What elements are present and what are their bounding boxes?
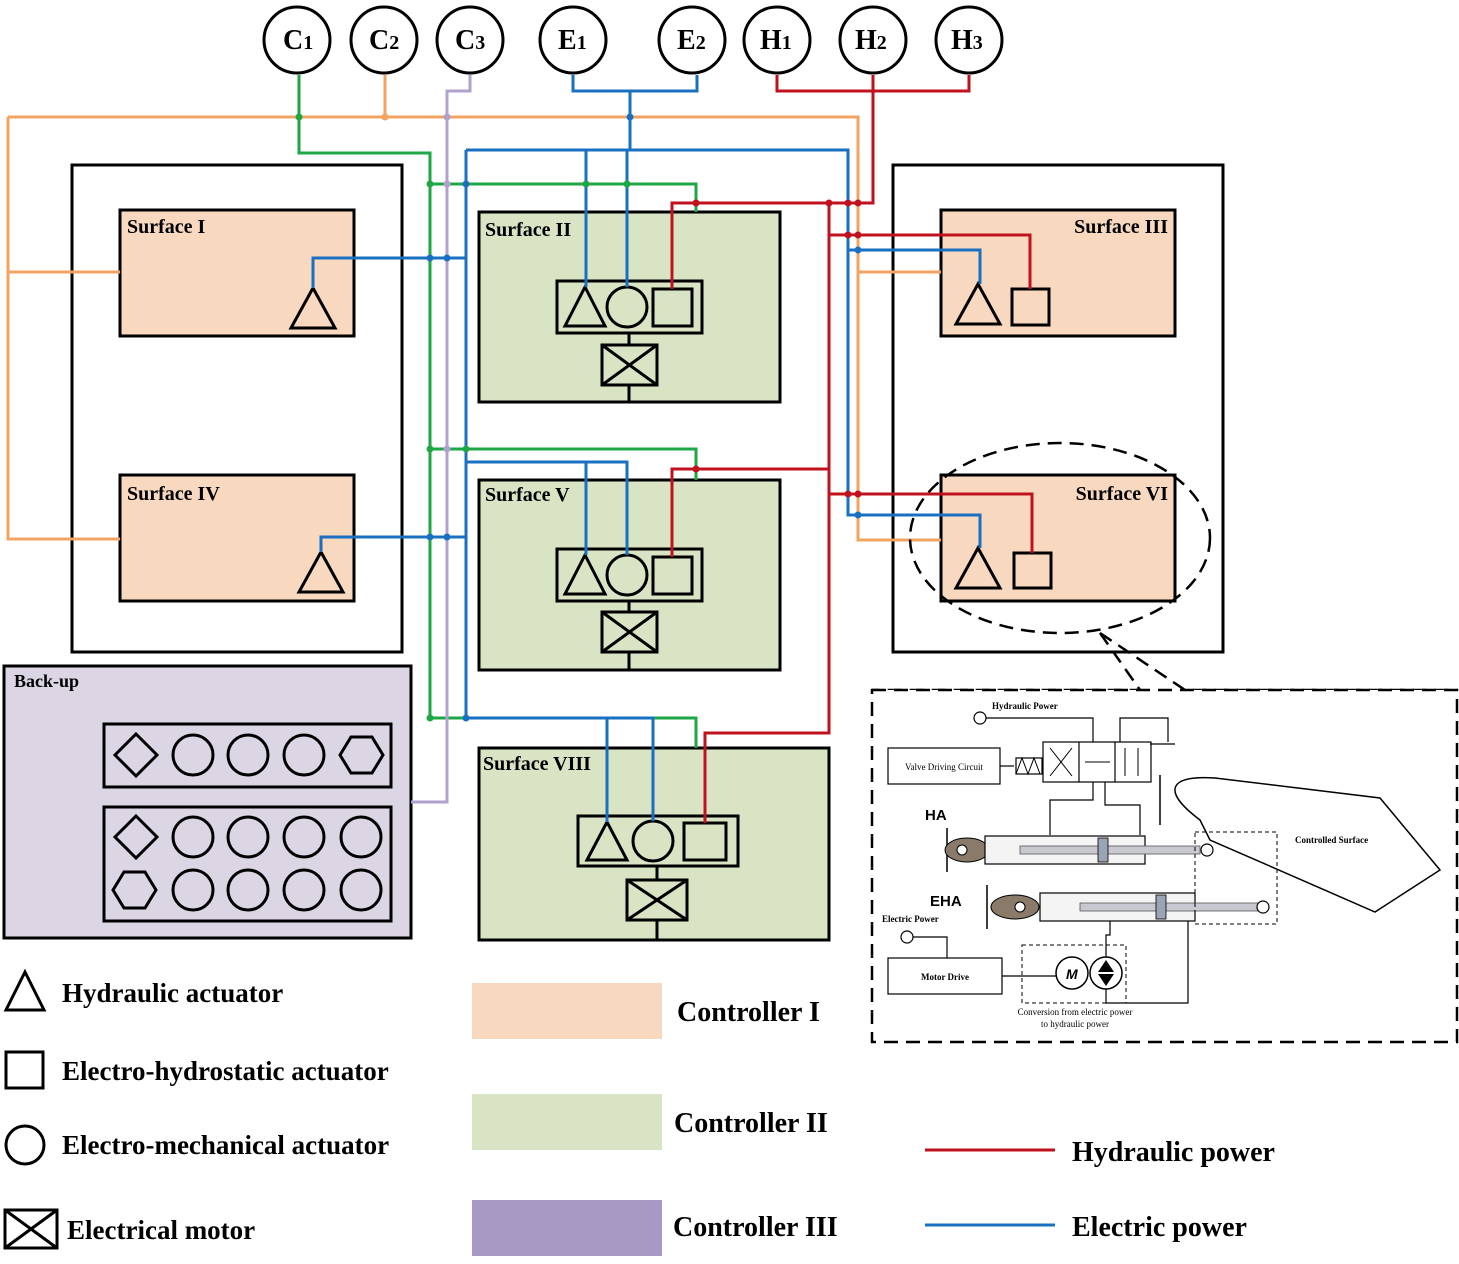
circle-icon <box>171 815 215 859</box>
surface-5: Surface V <box>477 478 782 672</box>
backup-unit: Back-up <box>2 664 413 940</box>
legend-controller-3-swatch <box>472 1200 662 1256</box>
circle-icon <box>226 733 270 777</box>
source-c3: C3 <box>435 5 505 75</box>
legend-eha-label: Electro-hydrostatic actuator <box>62 1056 389 1086</box>
circle-icon <box>282 815 326 859</box>
backup-label: Back-up <box>14 671 79 691</box>
conversion-label-line2: to hydraulic power <box>1041 1019 1109 1029</box>
callout-leader <box>1099 631 1458 692</box>
surface-6-label: Surface VI <box>1076 483 1169 505</box>
surface-2: Surface II <box>477 210 782 404</box>
surface-5-label: Surface V <box>485 484 570 506</box>
circle-icon <box>171 868 215 912</box>
legend-controller-2-label: Controller II <box>674 1108 828 1139</box>
circle-icon <box>282 733 326 777</box>
surface-2-label: Surface II <box>485 219 571 241</box>
circle-icon <box>282 868 326 912</box>
hydraulic-power-bus <box>670 75 1034 823</box>
legend-controller-2-swatch <box>472 1094 662 1150</box>
source-e2: E2 <box>657 5 727 75</box>
diamond-icon <box>112 731 160 779</box>
hydraulic-actuator-icon <box>953 544 1003 590</box>
actuator-detail-inset: Hydraulic Power Valve Driving Circuit HA… <box>870 688 1459 1044</box>
legend-controllers: Controller I Controller II Controller II… <box>472 983 838 1256</box>
callout-ellipse <box>908 441 1212 635</box>
svg-text:E2: E2 <box>677 25 706 56</box>
legend-hydraulic-actuator-label: Hydraulic actuator <box>62 978 283 1008</box>
legend-hydraulic-power-label: Hydraulic power <box>1072 1137 1275 1168</box>
circle-icon <box>226 868 270 912</box>
svg-text:E1: E1 <box>558 25 587 56</box>
inset-electric-power-label: Electric Power <box>882 914 939 924</box>
source-h3: H3 <box>934 5 1004 75</box>
surface-1: Surface I <box>118 208 356 338</box>
hydraulic-actuator-icon <box>288 284 338 330</box>
controller-3-bus <box>411 75 472 804</box>
right-wing-box <box>891 163 1225 654</box>
svg-text:C1: C1 <box>283 25 313 56</box>
legend-circle-icon <box>4 1124 46 1166</box>
conversion-label-line1: Conversion from electric power <box>1018 1007 1133 1017</box>
surface-1-label: Surface I <box>127 216 206 238</box>
motor-drive-label: Motor Drive <box>921 972 969 982</box>
circle-icon <box>226 815 270 859</box>
surface-8-label: Surface VIII <box>483 753 591 775</box>
svg-text:C3: C3 <box>455 25 485 56</box>
svg-text:H1: H1 <box>760 25 792 56</box>
legend-square-icon <box>4 1050 45 1090</box>
circle-icon <box>339 815 383 859</box>
source-c1: C1 <box>262 5 332 75</box>
hexagon-icon <box>111 870 158 910</box>
legend-motor-icon <box>3 1208 59 1250</box>
legend-power: Hydraulic power Electric power <box>925 1137 1275 1243</box>
svg-text:H2: H2 <box>855 25 887 56</box>
eha-label: EHA <box>930 893 962 910</box>
legend-controller-1-label: Controller I <box>677 997 820 1028</box>
motor-symbol: M <box>1066 966 1078 982</box>
surface-4: Surface IV <box>118 473 356 603</box>
legend-controller-1-swatch <box>472 983 662 1039</box>
legend-electric-power-label: Electric power <box>1072 1212 1247 1243</box>
source-c2: C2 <box>349 5 419 75</box>
ha-label: HA <box>925 807 947 824</box>
diamond-icon <box>112 813 160 861</box>
legend-actuators: Hydraulic actuator Electro-hydrostatic a… <box>3 968 389 1250</box>
source-e1: E1 <box>538 5 608 75</box>
electrical-motor-icon <box>600 610 659 654</box>
hydraulic-actuator-icon <box>296 548 346 594</box>
legend-controller-3-label: Controller III <box>673 1212 838 1243</box>
svg-text:H3: H3 <box>951 25 983 56</box>
controller-1-bus <box>6 75 941 542</box>
legend-triangle-icon <box>3 968 47 1012</box>
surface-4-label: Surface IV <box>127 483 220 505</box>
hexagon-icon <box>338 735 385 775</box>
left-wing-box <box>70 163 404 654</box>
legend-ema-label: Electro-mechanical actuator <box>62 1130 389 1160</box>
hydraulic-actuator-icon <box>953 280 1003 326</box>
surface-3: Surface III <box>939 208 1177 338</box>
controlled-surface-label: Controlled Surface <box>1295 835 1368 845</box>
circle-icon <box>339 868 383 912</box>
inset-hydraulic-power-label: Hydraulic Power <box>992 701 1058 711</box>
legend-motor-label: Electrical motor <box>67 1215 255 1245</box>
valve-driving-circuit-label: Valve Driving Circuit <box>905 762 983 772</box>
source-h1: H1 <box>742 5 812 75</box>
callout-leader <box>872 632 1143 692</box>
hydraulic-actuator-icon <box>562 551 608 596</box>
hydraulic-actuator-icon <box>562 283 608 328</box>
surface-3-label: Surface III <box>1074 216 1168 238</box>
electric-power-bus <box>311 75 982 822</box>
circle-icon <box>171 733 215 777</box>
junction-dots <box>295 113 862 722</box>
svg-text:C2: C2 <box>369 25 399 56</box>
source-h2: H2 <box>838 5 908 75</box>
hydraulic-actuator-icon <box>584 818 630 862</box>
